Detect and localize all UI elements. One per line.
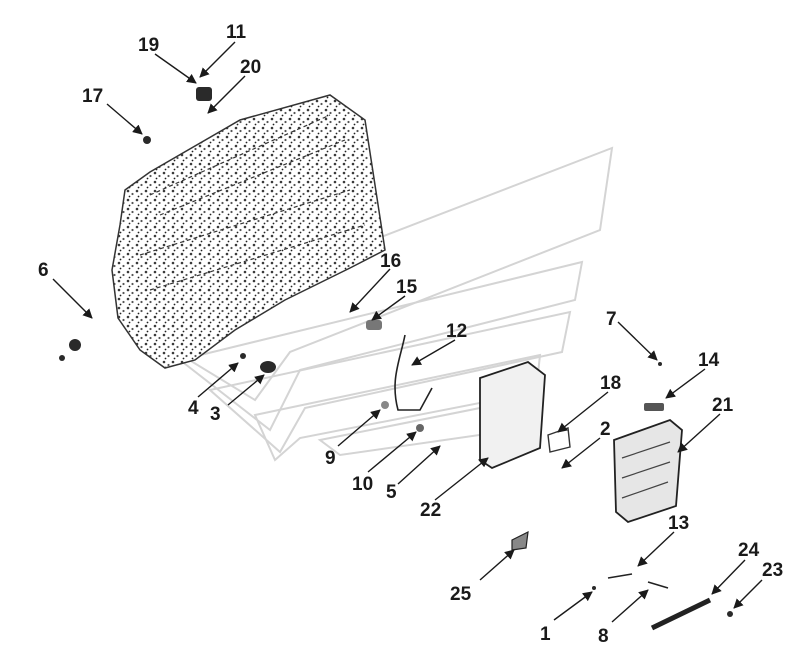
engine-block [111, 94, 386, 369]
part-14-icon [644, 403, 664, 411]
callout-15: 15 [396, 277, 418, 298]
part-1-icon [592, 586, 596, 590]
callout-14: 14 [698, 350, 720, 371]
callout-11: 11 [226, 22, 247, 43]
callout-13: 13 [668, 513, 689, 534]
callout-12: 12 [446, 321, 467, 342]
callout-16: 16 [380, 251, 401, 272]
callout-25: 25 [450, 584, 472, 605]
callout-9: 9 [325, 448, 336, 469]
callout-5: 5 [386, 482, 397, 503]
callout-18: 18 [600, 373, 621, 394]
callout-1: 1 [540, 624, 551, 645]
callout-6: 6 [38, 260, 49, 281]
part-17-icon [143, 136, 151, 144]
callout-4: 4 [188, 398, 199, 419]
part-7-icon [658, 362, 662, 366]
callout-10: 10 [352, 474, 373, 495]
callout-8: 8 [598, 626, 609, 647]
callout-22: 22 [420, 500, 441, 521]
part-25-icon [511, 530, 529, 551]
part-13-icon [607, 573, 633, 579]
part-3-icon [260, 361, 276, 373]
part-10-icon [416, 424, 424, 432]
callout-20: 20 [240, 57, 261, 78]
leader-arrows [52, 41, 763, 623]
callout-19: 19 [138, 35, 159, 56]
part-24-rail-icon [650, 597, 712, 631]
callout-labels: 19 11 20 17 6 16 15 12 4 3 9 10 5 22 18 … [38, 22, 783, 647]
part-12-harness-icon [394, 334, 433, 411]
part-4-icon [240, 353, 246, 359]
part-icons [59, 87, 733, 631]
part-6-icon [69, 339, 81, 351]
part-15-icon [366, 320, 382, 330]
callout-7: 7 [606, 309, 617, 330]
callout-21: 21 [712, 395, 734, 416]
callout-17: 17 [82, 86, 103, 107]
part-21-ecm-icon [613, 418, 683, 524]
part-8-icon [647, 581, 669, 589]
part-23-icon [727, 611, 733, 617]
callout-24: 24 [738, 540, 760, 561]
callout-2: 2 [600, 419, 611, 440]
part-22-bracket-icon [479, 360, 546, 470]
callout-23: 23 [762, 560, 783, 581]
part-19-icon [196, 87, 212, 101]
callout-3: 3 [210, 404, 221, 425]
part-9-icon [381, 401, 389, 409]
